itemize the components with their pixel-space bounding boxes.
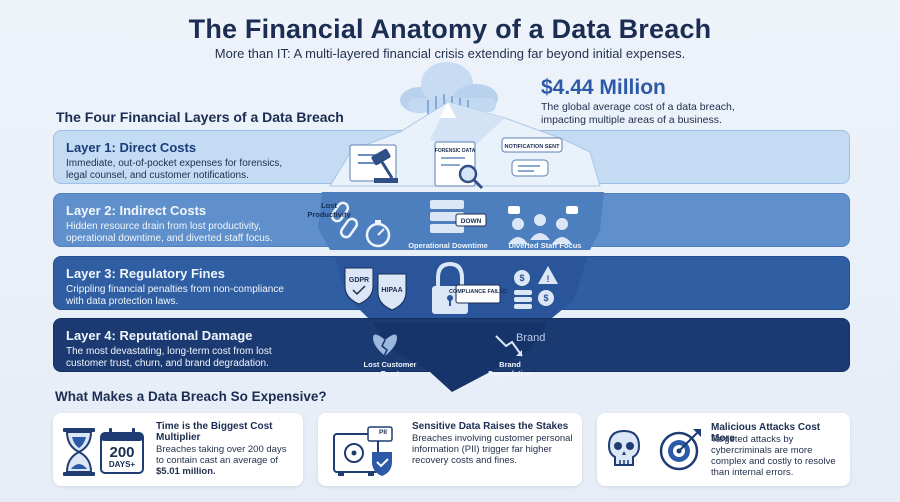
layer-description: Hidden resource drain from lost producti… xyxy=(66,221,273,244)
card-sensitive-data: PII Sensitive Data Raises the Stakes Bre… xyxy=(318,413,582,486)
layer-reputational-damage: Layer 4: Reputational Damage The most de… xyxy=(53,318,850,372)
layer-indirect-costs: Layer 2: Indirect Costs Hidden resource … xyxy=(53,193,850,247)
layer-description: The most devastating, long-term cost fro… xyxy=(66,346,272,369)
layer-title: Layer 1: Direct Costs xyxy=(66,140,197,155)
card-highlight: $5.01 million. xyxy=(156,466,216,477)
lost-productivity-label: Lost Productivity xyxy=(307,201,351,219)
average-cost-value: $4.44 Million xyxy=(541,76,666,99)
layer-description: Immediate, out-of-pocket expenses for fo… xyxy=(66,158,283,181)
card-description: Targeted attacks by cybercriminals are m… xyxy=(711,434,836,478)
page-title: The Financial Anatomy of a Data Breach xyxy=(188,14,712,44)
card-title: Sensitive Data Raises the Stakes xyxy=(412,421,569,432)
average-cost-description: The global average cost of a data breach… xyxy=(541,101,735,126)
layer-title: Layer 4: Reputational Damage xyxy=(66,328,253,343)
diverted-staff-focus-label: Diverted Staff Focus xyxy=(508,241,582,250)
layers-heading: The Four Financial Layers of a Data Brea… xyxy=(56,109,344,125)
layer-regulatory-fines: Layer 3: Regulatory Fines Crippling fina… xyxy=(53,256,850,310)
calendar-icon xyxy=(100,428,144,474)
pii-badge: PII xyxy=(379,429,387,436)
layer-title: Layer 3: Regulatory Fines xyxy=(66,266,225,281)
card-description: Breaches taking over 200 days to contain… xyxy=(156,444,287,477)
brand-degradation-label: Brand Degradation xyxy=(488,360,532,378)
layer-direct-costs: Layer 1: Direct Costs Immediate, out-of-… xyxy=(53,130,850,184)
card-time-multiplier: 200 DAYS+ Time is the Biggest Cost Multi… xyxy=(53,413,303,486)
page-subtitle: More than IT: A multi-layered financial … xyxy=(214,46,686,61)
card-title: Time is the Biggest Cost Multiplier xyxy=(156,421,273,443)
calendar-number: 200 xyxy=(109,444,135,461)
lost-customer-trust-label: Lost Customer Trust xyxy=(363,360,417,378)
calendar-caption: DAYS+ xyxy=(108,460,136,469)
cloud-icon xyxy=(400,62,498,124)
card-title: Malicious Attacks Cost More xyxy=(711,422,821,444)
target-icon xyxy=(659,429,701,471)
safe-icon xyxy=(333,426,393,476)
expense-heading: What Makes a Data Breach So Expensive? xyxy=(55,389,327,404)
skull-icon xyxy=(607,429,641,466)
layer-description: Crippling financial penalties from non-c… xyxy=(66,284,284,307)
card-description: Breaches involving customer personal inf… xyxy=(412,433,573,466)
layer-title: Layer 2: Indirect Costs xyxy=(66,203,207,218)
hourglass-icon xyxy=(63,428,95,476)
operational-downtime-label: Operational Downtime xyxy=(408,241,488,250)
card-malicious-attacks: Malicious Attacks Cost More Targeted att… xyxy=(597,413,850,486)
brand-label: Brand xyxy=(516,332,546,344)
